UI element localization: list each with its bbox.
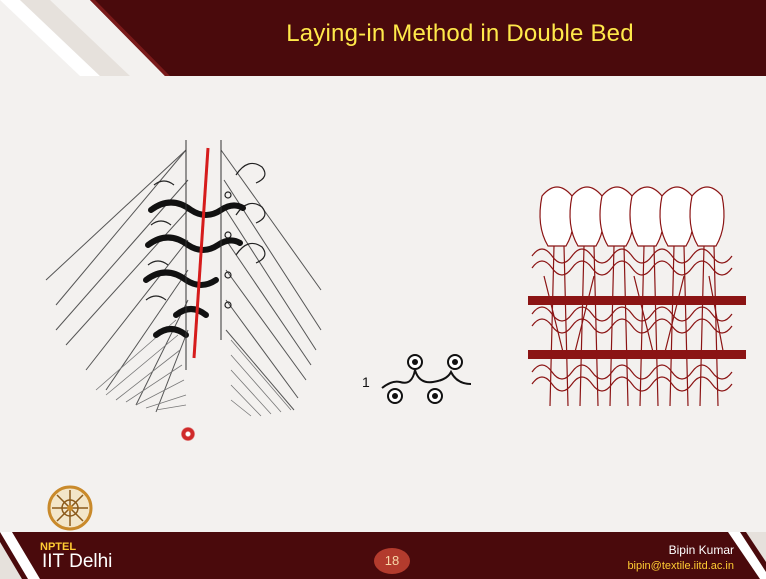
institute-name: IIT Delhi: [42, 551, 112, 573]
institute-logo-icon: [46, 484, 94, 532]
laser-pointer-icon: [181, 427, 195, 441]
double-bed-laying-in-diagram: [36, 140, 336, 420]
laid-in-yarn-upper: [528, 296, 746, 305]
author-email: bipin@textile.iitd.ac.in: [627, 560, 734, 572]
author-name: Bipin Kumar: [669, 543, 734, 557]
slide-title: Laying-in Method in Double Bed: [180, 20, 740, 48]
notation-row-label: 1: [362, 374, 370, 390]
laying-in-notation-diagram: [376, 350, 476, 410]
header-corner-decoration: [0, 0, 170, 76]
laid-in-yarn-lower: [528, 350, 746, 359]
page-number-badge: 18: [374, 548, 410, 574]
knit-structure-with-laid-in-yarn: [524, 186, 750, 416]
